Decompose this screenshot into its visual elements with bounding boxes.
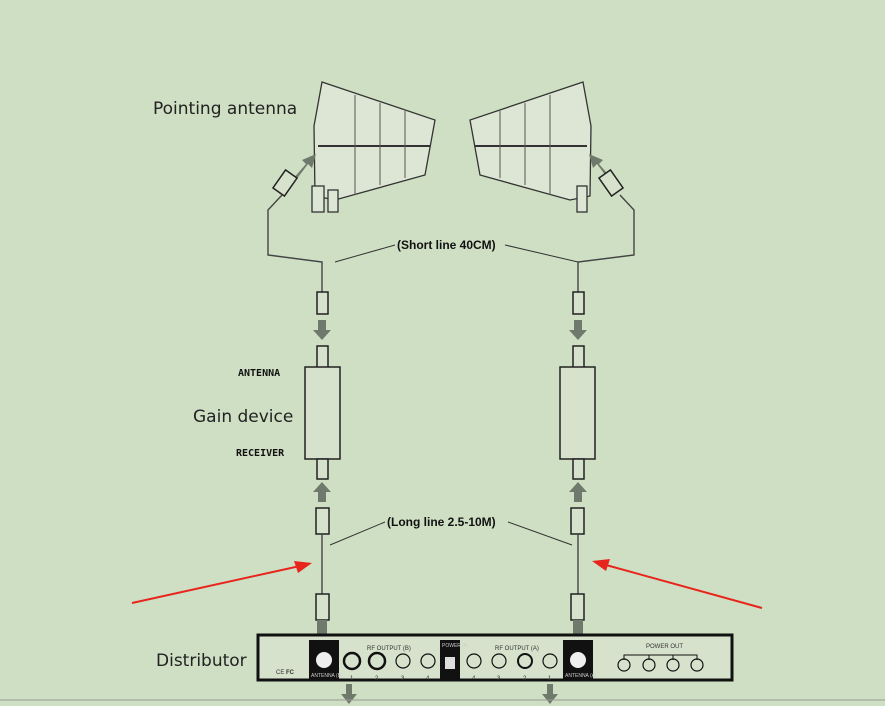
left-cable-assembly (267, 168, 341, 621)
red-arrow-left (131, 565, 301, 604)
power-out-label: POWER OUT (646, 644, 683, 650)
label-antenna: ANTENNA (238, 368, 280, 379)
port-a-4: 4 (472, 676, 476, 682)
label-short-line: (Short line 40CM) (397, 238, 496, 252)
leader-short-right (504, 244, 579, 263)
power-in-label: POWER IN (442, 643, 468, 649)
fc-mark: FC (286, 670, 295, 676)
port-b-2: 2 (375, 676, 379, 682)
rf-output-b-ports[interactable] (342, 651, 436, 671)
power-out-ports[interactable] (617, 658, 704, 672)
port-a-1: 1 (548, 676, 552, 682)
port-b-3: 3 (401, 676, 405, 682)
red-arrowhead-right (592, 559, 610, 571)
port-a-3: 3 (497, 676, 501, 682)
antenna-b-label: ANTENNA (B) (311, 673, 343, 679)
label-distributor: Distributor (156, 651, 247, 671)
port-b-1: 1 (350, 676, 354, 682)
ce-mark: CE (276, 670, 284, 676)
distributor-panel: CE FC ANTENNA (B) RF OUTPUT (B) 1 2 3 4 … (256, 633, 734, 682)
left-gain-device (304, 366, 341, 460)
label-gain-device: Gain device (193, 407, 293, 427)
right-cable-assembly (559, 168, 635, 621)
right-pointing-antenna (469, 81, 592, 213)
red-arrow-right (605, 564, 763, 609)
rf-output-a-label: RF OUTPUT (A) (495, 646, 539, 652)
leader-short-left (334, 244, 396, 263)
rf-output-a-ports[interactable] (466, 653, 558, 669)
leader-long-right (507, 521, 573, 546)
label-long-line: (Long line 2.5-10M) (387, 515, 496, 529)
right-gain-device (559, 366, 596, 460)
label-pointing-antenna: Pointing antenna (153, 99, 297, 119)
red-arrowhead-left (294, 561, 312, 573)
port-a-2: 2 (523, 676, 527, 682)
arrow-to-left-antenna (292, 154, 316, 180)
antenna-a-label: ANTENNA (A) (565, 673, 597, 679)
label-receiver: RECEIVER (236, 448, 285, 459)
left-pointing-antenna (311, 81, 436, 213)
leader-long-left (329, 521, 386, 546)
port-b-4: 4 (426, 676, 430, 682)
rf-output-b-label: RF OUTPUT (B) (367, 646, 411, 652)
